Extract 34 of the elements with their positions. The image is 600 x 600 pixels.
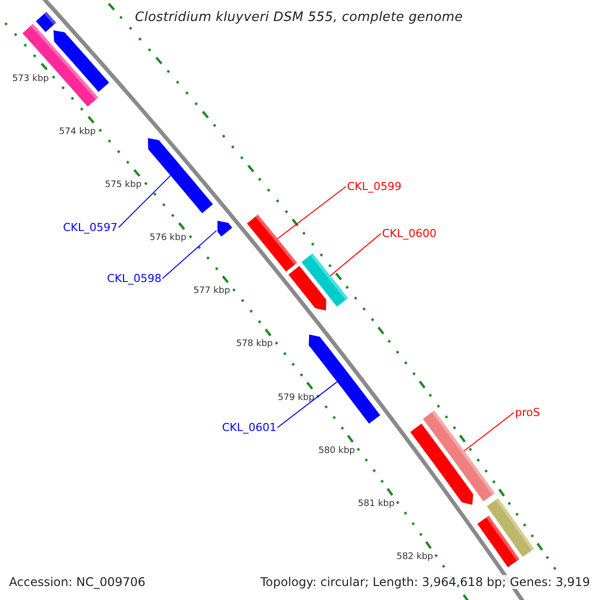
gene-feature [288, 266, 326, 311]
gene-feature [410, 424, 474, 505]
gene-feature [246, 214, 297, 272]
scale-label: 581 kbp [358, 500, 395, 509]
gene-label: CKL_0600 [382, 228, 437, 239]
gene-label: CKL_0597 [63, 222, 118, 233]
scale-label: 580 kbp [318, 446, 356, 456]
map-info: Topology: circular; Length: 3,964,618 bp; Genes: 3,919 [260, 575, 590, 589]
gene-label: CKL_0599 [347, 181, 402, 192]
leader-line [276, 186, 346, 240]
map-info: Accession: NC_009706 [9, 575, 146, 589]
gene-feature [486, 498, 534, 557]
scale-label: 577 kbp [193, 287, 230, 296]
scale-label: 579 kbp [278, 394, 314, 403]
scale-label: 578 kbp [236, 340, 273, 350]
leader-line [330, 233, 382, 276]
gene-feature [148, 138, 213, 214]
gene-feature [302, 253, 348, 307]
leader-line [118, 175, 172, 228]
gene-feature [422, 410, 495, 502]
title: Clostridium kluyveri DSM 555, complete genome [135, 11, 463, 24]
gene-label: proS [515, 407, 540, 418]
leader-line [464, 412, 514, 452]
scale-label: 574 kbp [59, 128, 96, 137]
gene-label: CKL_0601 [222, 422, 277, 433]
scale-label: 576 kbp [150, 234, 186, 244]
gene-feature [36, 12, 56, 32]
gene-feature [53, 30, 110, 92]
leader-line [277, 381, 338, 428]
leader-line [162, 230, 217, 279]
gene-feature [217, 220, 232, 237]
scale-label: 582 kbp [396, 553, 434, 562]
gene-label: CKL_0598 [107, 273, 162, 284]
scale-label: 573 kbp [12, 74, 49, 84]
